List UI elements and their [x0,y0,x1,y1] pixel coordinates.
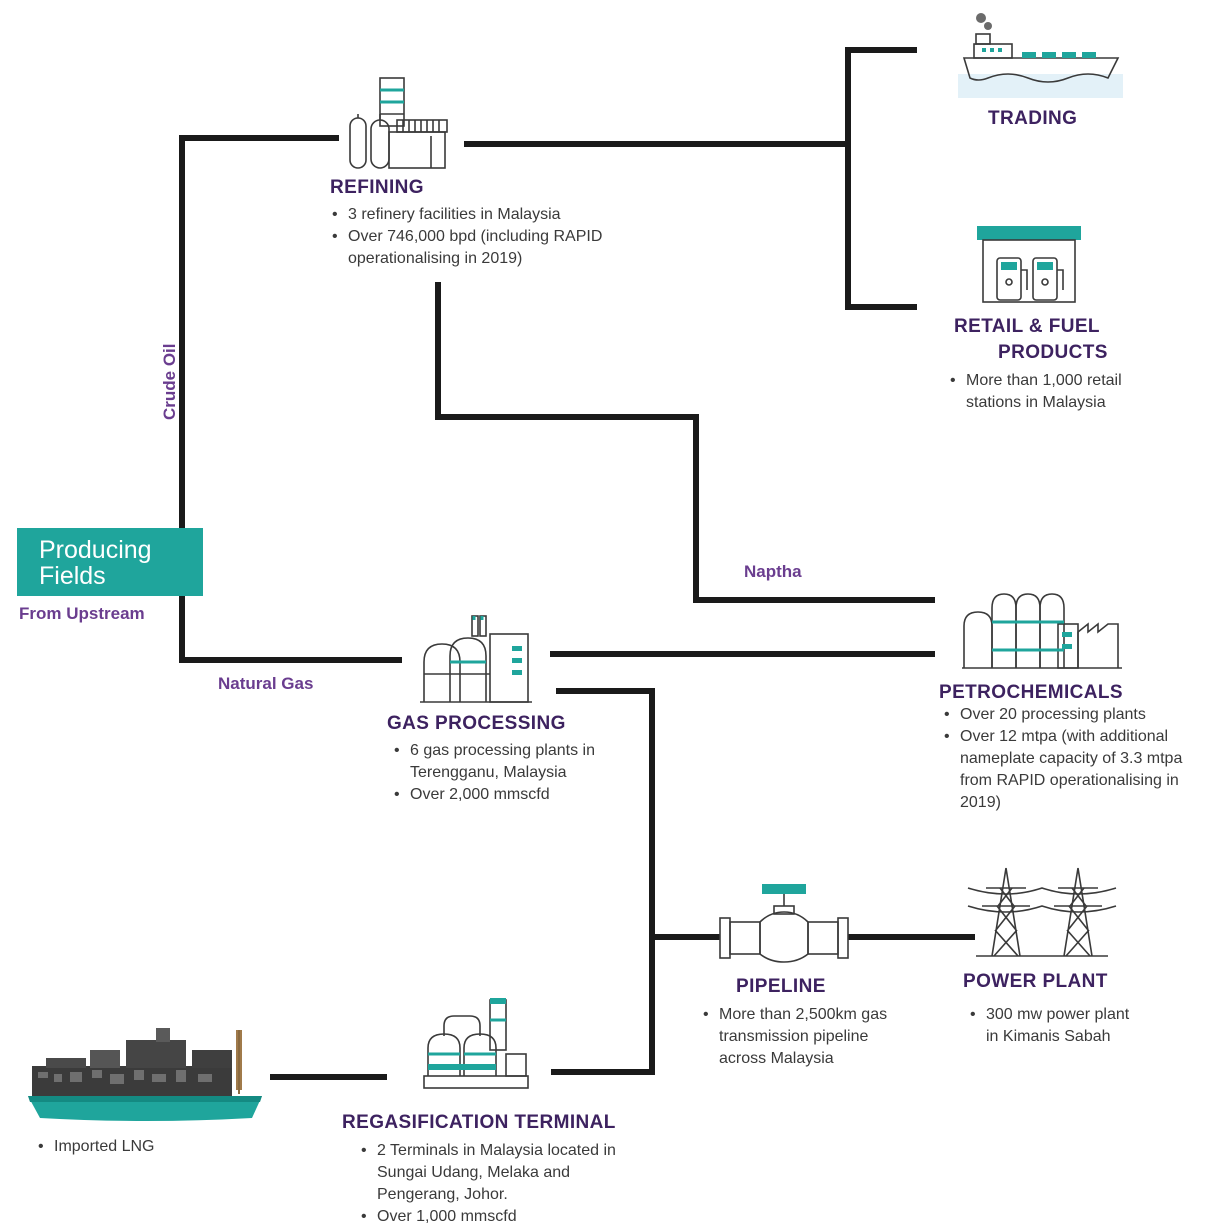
refining-bullets: 3 refinery facilities in Malaysia Over 7… [326,204,631,270]
gas-to-pipeline-line [551,688,655,1075]
regas-terminal-icon [423,998,529,1089]
regas-bullets: 2 Terminals in Malaysia located in Sunga… [355,1140,655,1228]
producing-fields-title-1: Producing [39,536,152,564]
gas-processing-title: GAS PROCESSING [387,713,566,734]
power-plant-title: POWER PLANT [963,971,1108,992]
tanker-ship-icon [958,13,1123,98]
from-upstream-label: From Upstream [19,604,145,623]
trading-title: TRADING [988,108,1078,129]
naptha-line [435,282,935,603]
retail-title-2: PRODUCTS [998,342,1108,363]
refining-title: REFINING [330,177,424,198]
fuel-station-icon [977,226,1081,303]
naptha-label: Naptha [744,562,802,581]
retail-bullets: More than 1,000 retail stations in Malay… [944,370,1154,414]
gas-processing-bullets: 6 gas processing plants in Terengganu, M… [388,740,648,806]
power-plant-bullets: 300 mw power plant in Kimanis Sabah [964,1004,1144,1048]
lng-carrier-icon [28,1028,262,1121]
crude-oil-label: Crude Oil [160,343,179,420]
retail-title-1: RETAIL & FUEL [954,316,1100,337]
gas-processing-bullet-1: 6 gas processing plants in Terengganu, M… [388,740,648,784]
pipeline-bullet-1: More than 2,500km gas transmission pipel… [697,1004,897,1070]
regas-bullet-2: Over 1,000 mmscfd [355,1206,655,1228]
transmission-tower-icon [967,867,1117,957]
power-plant-bullet-1: 300 mw power plant in Kimanis Sabah [964,1004,1144,1048]
gas-processing-bullet-2: Over 2,000 mmscfd [388,784,648,806]
petrochemicals-bullet-1: Over 20 processing plants [938,704,1210,726]
lng-bullet-1: Imported LNG [32,1136,232,1158]
crude-oil-line [179,135,402,663]
producing-fields-title-2: Fields [39,562,106,590]
producing-fields-box: Producing Fields [17,528,203,596]
pipeline-bullets: More than 2,500km gas transmission pipel… [697,1004,897,1070]
petrochemical-plant-icon [962,593,1122,669]
refinery-icon [349,77,448,169]
petrochemicals-title: PETROCHEMICALS [939,682,1123,703]
refining-bullet-2: Over 746,000 bpd (including RAPID operat… [326,226,631,270]
regas-bullet-1: 2 Terminals in Malaysia located in Sunga… [355,1140,655,1206]
petrochemicals-bullets: Over 20 processing plants Over 12 mtpa (… [938,704,1210,814]
pipeline-title: PIPELINE [736,976,826,997]
refining-bullet-1: 3 refinery facilities in Malaysia [326,204,631,226]
retail-bullet-1: More than 1,000 retail stations in Malay… [944,370,1154,414]
pipeline-valve-icon [719,884,849,963]
natural-gas-label: Natural Gas [218,674,314,693]
gas-plant-icon [420,615,532,703]
petrochemicals-bullet-2: Over 12 mtpa (with additional nameplate … [938,726,1210,814]
regas-title: REGASIFICATION TERMINAL [342,1112,616,1133]
lng-bullets: Imported LNG [32,1136,232,1158]
trading-branch-line [845,47,917,310]
